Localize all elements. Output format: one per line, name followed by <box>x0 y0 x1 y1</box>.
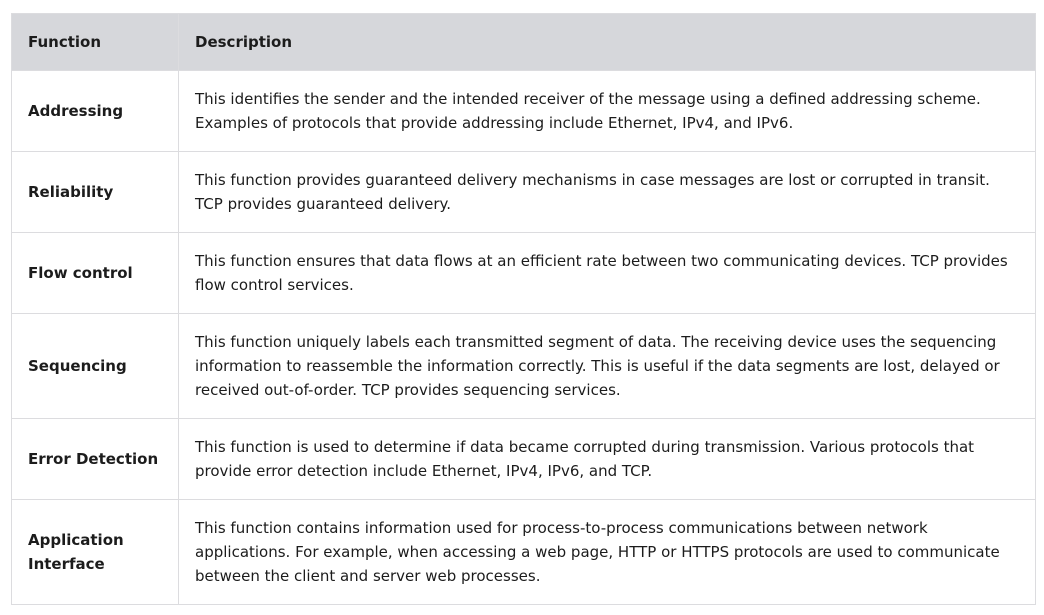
function-cell: Application Interface <box>11 499 179 605</box>
function-cell: Sequencing <box>11 313 179 419</box>
description-cell: This function provides guaranteed delive… <box>178 151 1036 233</box>
table-row: Sequencing This function uniquely labels… <box>11 313 1036 419</box>
description-cell: This function ensures that data flows at… <box>178 232 1036 314</box>
header-row: Function Description <box>11 13 1036 71</box>
table-header: Function Description <box>11 13 1036 71</box>
protocol-functions-table: Function Description Addressing This ide… <box>11 13 1036 605</box>
function-cell: Flow control <box>11 232 179 314</box>
protocol-functions-table-container: Function Description Addressing This ide… <box>11 13 1036 605</box>
description-cell: This function uniquely labels each trans… <box>178 313 1036 419</box>
table-body: Addressing This identifies the sender an… <box>11 70 1036 605</box>
table-row: Flow control This function ensures that … <box>11 232 1036 314</box>
description-cell: This function is used to determine if da… <box>178 418 1036 500</box>
description-cell: This identifies the sender and the inten… <box>178 70 1036 152</box>
table-row: Application Interface This function cont… <box>11 499 1036 605</box>
column-header-function: Function <box>11 13 179 71</box>
table-row: Error Detection This function is used to… <box>11 418 1036 500</box>
column-header-description: Description <box>178 13 1036 71</box>
function-cell: Error Detection <box>11 418 179 500</box>
function-cell: Addressing <box>11 70 179 152</box>
description-cell: This function contains information used … <box>178 499 1036 605</box>
table-row: Reliability This function provides guara… <box>11 151 1036 233</box>
function-cell: Reliability <box>11 151 179 233</box>
table-row: Addressing This identifies the sender an… <box>11 70 1036 152</box>
